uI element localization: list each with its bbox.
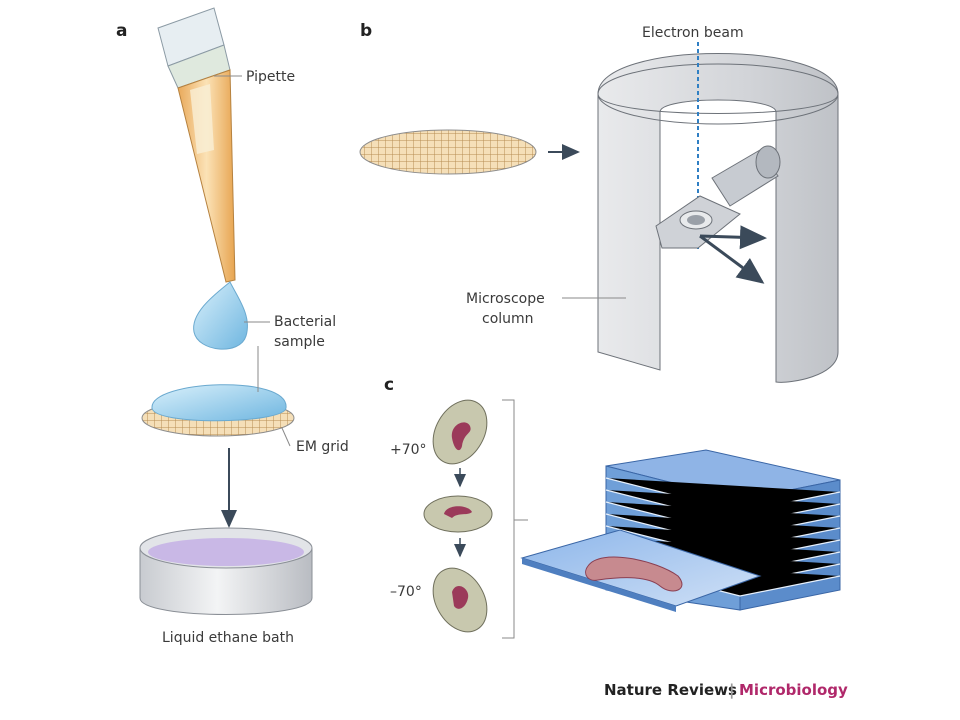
specimen-holder	[655, 145, 781, 249]
credit-line: Nature Reviews | Microbiology	[604, 681, 848, 700]
tomogram-stack	[605, 449, 841, 611]
tilt-pos-label: +70°	[390, 442, 427, 458]
panel-label-a: a	[116, 21, 127, 41]
em-grid-with-sample	[141, 384, 295, 437]
ethane-bath-label: Liquid ethane bath	[162, 630, 294, 646]
cell-tilt-neg	[432, 567, 488, 633]
bacterial-sample-label-2: sample	[274, 334, 325, 350]
pipette	[157, 7, 236, 283]
microscope-column-label-1: Microscope	[466, 291, 545, 307]
tomogram-slice	[520, 529, 762, 612]
tilt-neg-label: –70°	[390, 584, 422, 600]
panel-label-c: c	[384, 375, 394, 395]
scatter-arrow-2	[699, 234, 765, 284]
bacterial-droplet	[193, 281, 248, 350]
microscope-column-label-2: column	[482, 311, 534, 327]
credit-subject: Microbiology	[739, 681, 848, 699]
pipette-label: Pipette	[246, 69, 295, 85]
em-grid-label: EM grid	[296, 439, 349, 455]
electron-beam-label: Electron beam	[642, 25, 744, 41]
scatter-arrow-1	[699, 225, 767, 250]
credit-journal: Nature Reviews	[604, 681, 737, 699]
panel-label-b: b	[360, 21, 372, 41]
em-grid-b	[359, 129, 537, 175]
microscope-column	[597, 53, 839, 383]
bacterial-sample-label-1: Bacterial	[274, 314, 336, 330]
cell-tilt-pos	[432, 399, 488, 465]
credit-separator: |	[729, 681, 734, 700]
ethane-bath	[139, 527, 313, 615]
cell-tilt-zero	[423, 495, 493, 533]
